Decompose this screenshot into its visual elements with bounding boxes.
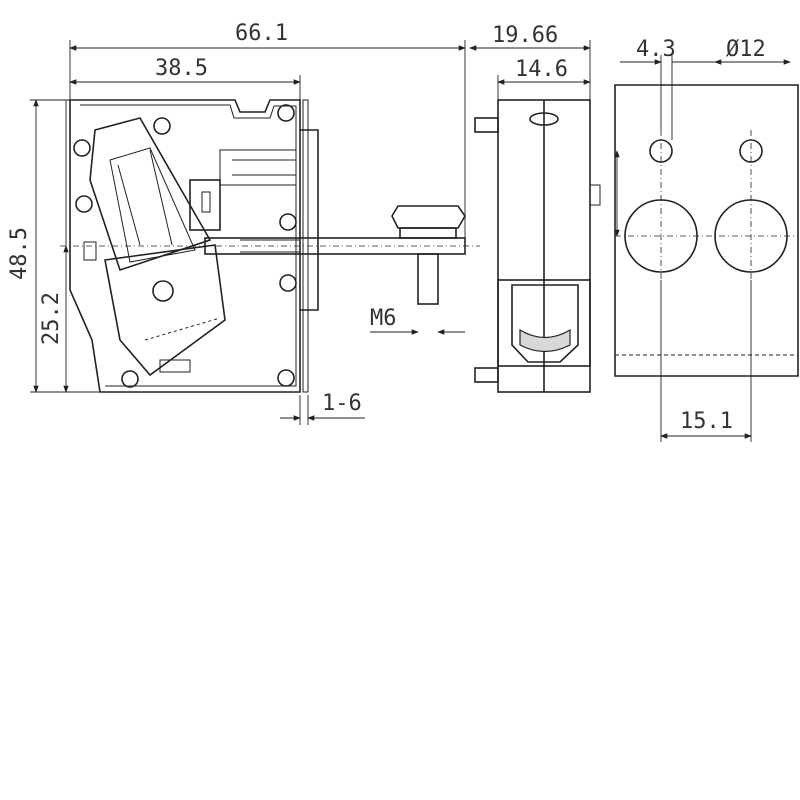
dim-large-hole: Ø12 [726,37,766,62]
dim-side-width: 19.66 [492,23,558,48]
dimension-lines [30,40,791,442]
dim-hole-spacing: 15.1 [680,409,733,434]
dim-rail-height: 25.2 [39,292,64,345]
side-view [474,99,601,393]
dim-body-width: 38.5 [155,56,208,81]
dim-overall-height: 48.5 [7,227,32,280]
dim-small-hole: 4.3 [636,37,676,62]
panel-cutout-view [614,84,799,377]
dim-overall-width: 66.1 [235,21,288,46]
dim-panel-thickness: 1-6 [322,391,362,416]
dim-side-inner-width: 14.6 [515,57,568,82]
bolt-assembly [60,205,480,305]
dim-thread: M6 [370,306,397,331]
